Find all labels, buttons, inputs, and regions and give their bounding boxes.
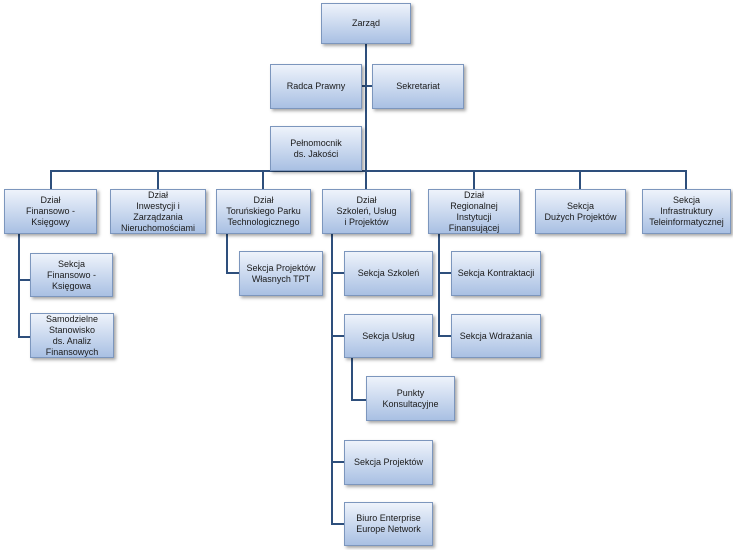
box-sekcja-finansowo-ksiegowa: Sekcja Finansowo - Księgowa [30, 253, 113, 297]
box-pelnomocnik: Pełnomocnik ds. Jakości [270, 126, 362, 171]
box-sekcja-kontraktacji: Sekcja Kontraktacji [451, 251, 541, 296]
box-samodzielne-stanowisko: Samodzielne Stanowisko ds. Analiz Finans… [30, 313, 114, 358]
box-sekcja-wdrazania: Sekcja Wdrażania [451, 314, 541, 358]
box-sekretariat: Sekretariat [372, 64, 464, 109]
box-sekcja-infrastruktury: Sekcja Infrastruktury Teleinformatycznej [642, 189, 731, 234]
box-sekcja-szkolen: Sekcja Szkoleń [344, 251, 433, 296]
box-dzial-inwestycji: Dział Inwestycji i Zarządzania Nieruchom… [110, 189, 206, 234]
box-sekcja-projektow: Sekcja Projektów [344, 440, 433, 485]
box-dzial-rif: Dział Regionalnej Instytucji Finansujące… [428, 189, 520, 234]
box-sekcja-uslug: Sekcja Usług [344, 314, 433, 358]
box-dzial-szkolen: Dział Szkoleń, Usług i Projektów [322, 189, 411, 234]
box-dzial-finansowo-ksiegowy: Dział Finansowo - Księgowy [4, 189, 97, 234]
box-dzial-tpt: Dział Toruńskiego Parku Technologicznego [216, 189, 311, 234]
box-zarzad: Zarząd [321, 3, 411, 44]
box-sekcja-duzych-projektow: Sekcja Dużych Projektów [535, 189, 626, 234]
box-punkty-konsultacyjne: Punkty Konsultacyjne [366, 376, 455, 421]
box-biuro-een: Biuro Enterprise Europe Network [344, 502, 433, 546]
box-sekcja-projektow-wlasnych: Sekcja Projektów Własnych TPT [239, 251, 323, 296]
box-radca-prawny: Radca Prawny [270, 64, 362, 109]
